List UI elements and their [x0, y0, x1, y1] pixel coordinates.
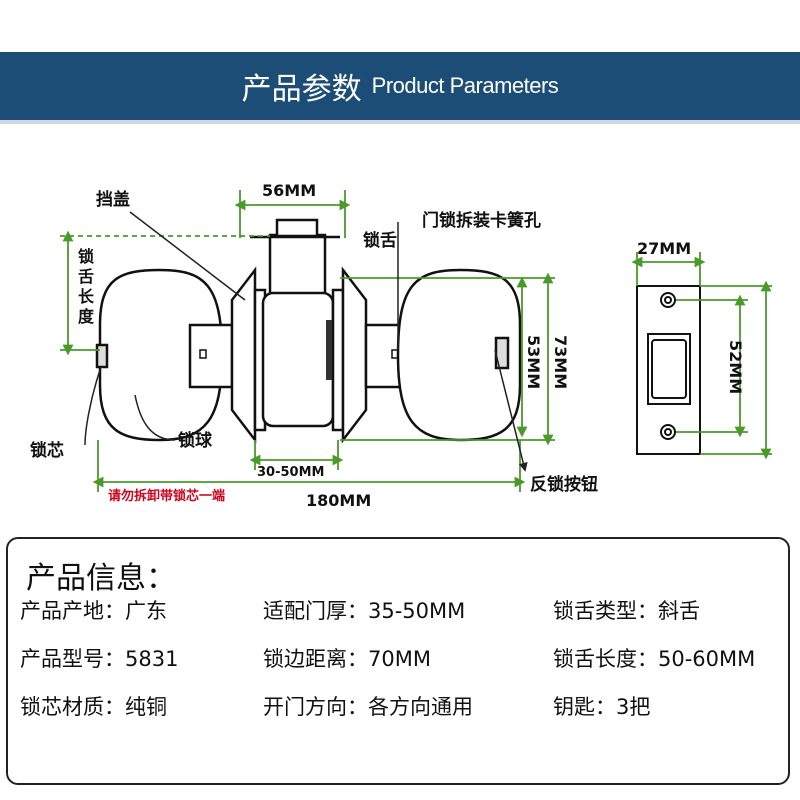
dim-73: 73MM: [551, 335, 570, 389]
strike-plate: [636, 285, 701, 455]
lock-dimension-diagram: 挡盖 锁舌 门锁拆装卡簧孔 锁舌长度 锁芯 锁球 反锁按钮 请勿拆卸带锁芯一端 …: [30, 181, 772, 510]
latch-bolt: [275, 218, 319, 238]
info-row: 产品产地：广东 适配门厚：35-50MM 锁舌类型：斜舌: [8, 595, 788, 629]
latch-body: [261, 291, 335, 428]
dim-53: 53MM: [524, 335, 543, 389]
info-origin: 产品产地：广东: [20, 599, 167, 623]
info-model: 产品型号：5831: [20, 647, 179, 671]
label-knob: 锁球: [178, 430, 213, 451]
left-neck: [188, 323, 234, 389]
dim-56: 56MM: [262, 181, 316, 200]
leader-lines: [84, 211, 528, 472]
dim-30-50: 30-50MM: [257, 465, 324, 480]
label-lock-button: 反锁按钮: [530, 474, 598, 495]
latch-tube: [268, 233, 327, 297]
dim-27: 27MM: [637, 239, 691, 258]
dim-52: 52MM: [726, 340, 745, 394]
product-info-panel: 产品信息： 产品产地：广东 适配门厚：35-50MM 锁舌类型：斜舌 产品型号：…: [6, 537, 790, 785]
header-divider: [0, 120, 800, 124]
info-title: 产品信息：: [26, 561, 176, 596]
label-warning: 请勿拆卸带锁芯一端: [108, 488, 225, 504]
info-row: 产品型号：5831 锁边距离：70MM 锁舌长度：50-60MM: [8, 643, 788, 677]
label-spring-hole: 门锁拆装卡簧孔: [422, 210, 541, 231]
left-rose: [230, 266, 257, 444]
info-row: 锁芯材质：纯铜 开门方向：各方向通用 钥匙：3把: [8, 691, 788, 725]
info-door-thickness: 适配门厚：35-50MM: [263, 599, 466, 623]
info-opening-direction: 开门方向：各方向通用: [263, 695, 473, 719]
right-cover-plate: [331, 288, 345, 432]
info-backset: 锁边距离：70MM: [263, 647, 431, 671]
label-latch: 锁舌: [363, 230, 397, 251]
title-chinese: 产品参数: [241, 72, 362, 107]
header-title: 产品参数 Product Parameters: [0, 52, 800, 120]
header-banner: [0, 52, 800, 120]
info-keys: 钥匙：3把: [553, 695, 651, 719]
label-cover: 挡盖: [96, 189, 130, 210]
right-rose: [341, 266, 368, 444]
dim-180: 180MM: [306, 491, 371, 510]
cylinder-end: [95, 343, 109, 369]
info-cylinder-material: 锁芯材质：纯铜: [20, 695, 167, 719]
lock-body: [95, 218, 522, 444]
label-cylinder: 锁芯: [30, 440, 64, 461]
title-english: Product Parameters: [371, 73, 559, 98]
label-latch-length: 锁舌长度: [78, 247, 95, 326]
info-latch-length: 锁舌长度：50-60MM: [553, 647, 756, 671]
info-latch-type: 锁舌类型：斜舌: [553, 599, 700, 623]
